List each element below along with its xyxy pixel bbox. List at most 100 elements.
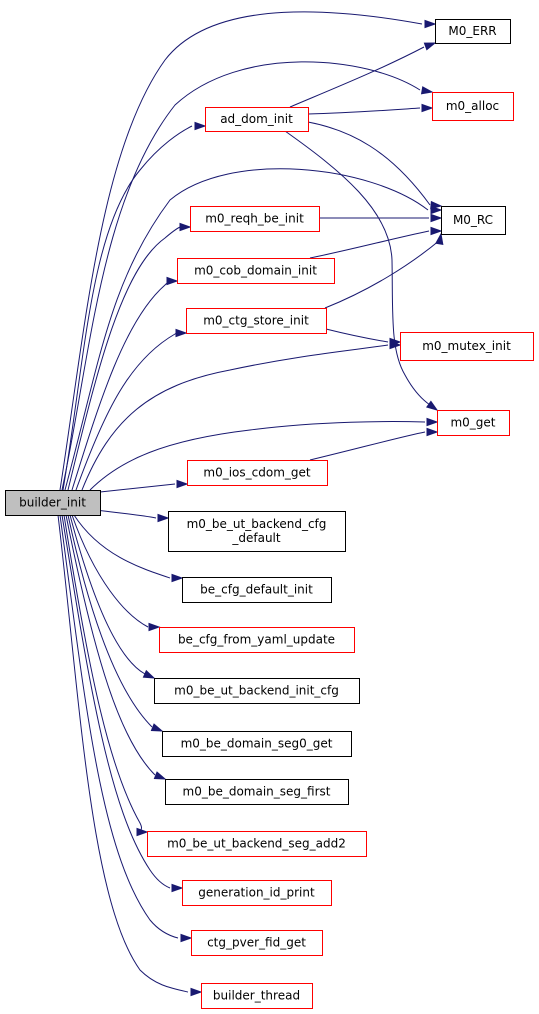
edge-line (89, 421, 426, 491)
node-label: m0_be_ut_backend_cfg (187, 517, 327, 531)
node-label: m0_mutex_init (422, 339, 511, 353)
node-m0_ctg_store_init[interactable]: m0_ctg_store_init (186, 308, 327, 334)
edge-line (81, 344, 389, 491)
edge-builder_init-to-m0_ios_cdom_get (99, 479, 189, 493)
node-generation_id_print[interactable]: generation_id_print (182, 880, 332, 906)
node-box (5, 490, 101, 516)
edge-line (71, 514, 149, 628)
edge-ad_dom_init-to-m0_get (284, 130, 439, 411)
edge-arrowhead (148, 622, 161, 632)
edge-arrowhead (142, 669, 156, 679)
node-label: ctg_pver_fid_get (207, 936, 306, 950)
edge-builder_init-to-generation_id_print (61, 514, 184, 893)
edge-m0_ios_cdom_get-to-m0_get (309, 427, 439, 461)
edge-arrowhead (157, 513, 170, 523)
edge-builder_init-to-m0_alloc (61, 61, 434, 491)
edge-line (75, 331, 179, 491)
node-box (201, 983, 313, 1009)
node-m0_alloc[interactable]: m0_alloc (432, 92, 514, 121)
node-m0_be_ut_backend_init_cfg[interactable]: m0_be_ut_backend_init_cfg (154, 678, 360, 704)
node-label: m0_ios_cdom_get (203, 466, 310, 480)
node-label: be_cfg_default_init (200, 583, 313, 597)
edge-arrowhead (426, 417, 439, 427)
edge-line (99, 483, 176, 493)
node-m0_be_ut_backend_cfg_default[interactable]: m0_be_ut_backend_cfg_default (168, 511, 346, 552)
edge-arrowhead (389, 337, 402, 347)
edge-arrowhead (175, 328, 188, 338)
node-box (159, 627, 355, 653)
node-label: builder_thread (213, 989, 300, 1003)
node-label: m0_be_ut_backend_init_cfg (174, 684, 339, 698)
node-be_cfg_default_init[interactable]: be_cfg_default_init (182, 577, 332, 603)
edge-ad_dom_init-to-M0_ERR (289, 42, 437, 108)
edge-arrowhead (430, 200, 443, 210)
edge-builder_init-to-m0_be_domain_seg_first (65, 514, 167, 780)
edge-builder_init-to-be_cfg_default_init (73, 514, 184, 583)
edge-line (64, 168, 429, 491)
node-box (205, 107, 309, 132)
edge-ad_dom_init-to-m0_alloc (307, 103, 434, 115)
node-m0_mutex_init[interactable]: m0_mutex_init (400, 332, 534, 361)
edge-line (94, 509, 157, 519)
edge-line (63, 514, 142, 833)
node-m0_be_ut_backend_seg_add2[interactable]: m0_be_ut_backend_seg_add2 (147, 831, 367, 857)
node-box (182, 880, 332, 906)
edge-arrowhead (166, 276, 179, 286)
edge-m0_cob_domain_init-to-M0_RC (309, 226, 443, 259)
node-ctg_pver_fid_get[interactable]: ctg_pver_fid_get (191, 930, 323, 956)
node-builder_init[interactable]: builder_init (5, 490, 101, 516)
edge-line (307, 107, 421, 115)
edge-arrowhead (150, 723, 164, 732)
edge-arrowhead (426, 427, 439, 437)
edge-arrowhead (426, 400, 439, 411)
edge-arrowhead (421, 103, 434, 113)
call-graph-nodes: builder_init M0_ERR ad_dom_init m0_allocM0_… (5, 19, 534, 1009)
edge-line (57, 514, 189, 993)
edge-line (67, 226, 181, 491)
edge-line (73, 514, 171, 579)
edge-arrowhead (153, 771, 167, 780)
node-m0_cob_domain_init[interactable]: m0_cob_domain_init (177, 258, 335, 284)
edge-arrowhead (423, 42, 437, 51)
node-label: m0_get (450, 416, 495, 430)
node-label: m0_alloc (446, 99, 499, 113)
node-m0_be_domain_seg0_get[interactable]: m0_be_domain_seg0_get (162, 731, 352, 757)
edge-builder_init-to-m0_reqh_be_init (67, 222, 192, 491)
node-label: m0_ctg_store_init (203, 314, 309, 328)
edge-arrowhead (190, 987, 203, 997)
node-M0_ERR[interactable]: M0_ERR (435, 19, 511, 44)
node-label: m0_cob_domain_init (194, 264, 317, 278)
node-box (162, 731, 352, 757)
edge-builder_init-to-M0_ERR (59, 11, 437, 491)
node-builder_thread[interactable]: builder_thread (201, 983, 313, 1009)
node-m0_ios_cdom_get[interactable]: m0_ios_cdom_get (187, 460, 328, 486)
node-box (437, 410, 510, 436)
edge-line (325, 328, 389, 343)
node-M0_RC[interactable]: M0_RC (441, 206, 506, 235)
edge-m0_ctg_store_init-to-M0_RC (324, 232, 444, 309)
node-label: M0_RC (453, 213, 493, 227)
node-box (441, 206, 506, 235)
node-box (187, 460, 328, 486)
node-m0_reqh_be_init[interactable]: m0_reqh_be_init (190, 206, 320, 232)
edge-line (289, 46, 425, 108)
node-be_cfg_from_yaml_update[interactable]: be_cfg_from_yaml_update (159, 627, 355, 653)
node-box (186, 308, 327, 334)
node-label: generation_id_print (198, 886, 315, 900)
node-ad_dom_init[interactable]: ad_dom_init (205, 107, 309, 132)
edge-m0_reqh_be_init-to-M0_RC (319, 213, 443, 223)
node-label: m0_be_domain_seg_first (183, 785, 331, 799)
edge-line (309, 230, 430, 259)
node-box (182, 577, 332, 603)
node-m0_get[interactable]: m0_get (437, 410, 510, 436)
edge-arrowhead (430, 213, 443, 223)
edge-arrowhead (180, 933, 193, 943)
edge-arrowhead (171, 883, 184, 893)
node-box (154, 678, 360, 704)
node-box (400, 332, 534, 361)
node-label: builder_init (19, 496, 86, 510)
edge-line (61, 514, 171, 889)
node-m0_be_domain_seg_first[interactable]: m0_be_domain_seg_first (165, 779, 349, 805)
node-label: be_cfg_from_yaml_update (178, 633, 335, 647)
